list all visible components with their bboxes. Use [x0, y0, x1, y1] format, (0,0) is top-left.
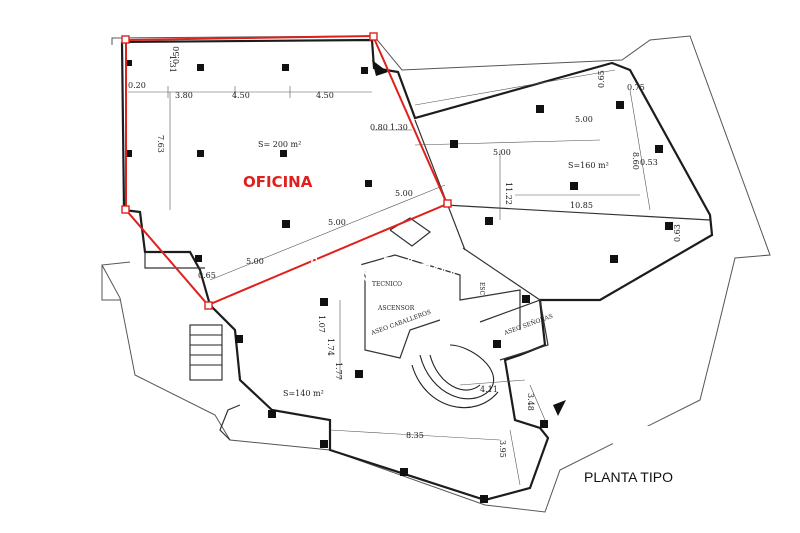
dim-8-35: 8.35 — [406, 431, 424, 440]
dim-0-53: 0.53 — [640, 158, 658, 167]
room-escalera-label: ESC — [478, 282, 485, 295]
room-ascensor-label: ASCENSOR — [377, 305, 415, 312]
dim-0-80: 0.80 — [370, 123, 388, 132]
dim-1-74: 1.74 — [326, 338, 335, 356]
dim-3-80: 3.80 — [175, 91, 193, 100]
dim-3-48: 3.48 — [526, 393, 535, 411]
dim-4-11: 4.11 — [480, 385, 498, 394]
area-east: S=160 m² — [568, 161, 609, 170]
dim-10-85: 10.85 — [570, 201, 593, 210]
dim-1-07: 1.07 — [317, 315, 326, 333]
dim-4-50b: 4.50 — [316, 91, 334, 100]
vertex-handle-4[interactable] — [204, 301, 213, 310]
plan-title: PLANTA TIPO — [584, 469, 673, 485]
dim-0-75: 0.75 — [627, 83, 645, 92]
vertex-handle-2[interactable] — [369, 32, 378, 41]
dim-3-95: 3.95 — [498, 440, 507, 458]
dim-11-22: 11.22 — [504, 182, 513, 205]
dim-0-50: 0.50 — [172, 46, 181, 64]
dim-0-65a: 0.65 — [198, 271, 216, 280]
dim-5-00c: 5.00 — [246, 257, 264, 266]
dim-5-00d: 5.00 — [493, 148, 511, 157]
watermark: Max Ricart. — [305, 253, 484, 288]
dim-1-31: 1.31 — [168, 55, 177, 73]
dim-8-60: 8.60 — [631, 152, 640, 170]
vertex-handle-5[interactable] — [121, 205, 130, 214]
site-boundary — [101, 35, 771, 513]
dimension-lines — [128, 69, 651, 486]
structural-columns — [126, 60, 673, 503]
dim-4-50a: 4.50 — [232, 91, 250, 100]
dim-0-20: 0.20 — [128, 81, 146, 90]
office-highlight-outline — [125, 34, 449, 307]
dim-1-77: 1.77 — [334, 362, 343, 380]
vertex-handle-3[interactable] — [443, 199, 452, 208]
area-south: S=140 m² — [283, 389, 324, 398]
dim-7-63: 7.63 — [156, 135, 165, 153]
label-box — [612, 426, 738, 448]
dim-5-00b: 5.00 — [328, 218, 346, 227]
office-highlight: OFICINA — [121, 32, 452, 310]
office-label: OFICINA — [243, 173, 313, 191]
dimension-labels: 1.31 0.50 0.20 3.80 4.50 4.50 7.63 0.80 … — [128, 46, 682, 458]
dim-5-00a: 5.00 — [395, 189, 413, 198]
dim-0-63: 0.63 — [673, 224, 682, 242]
vertex-handle-1[interactable] — [121, 35, 130, 44]
dim-0-65b: 0.65 — [597, 70, 606, 88]
dim-1-30: 1.30 — [390, 123, 408, 132]
area-office: S= 200 m² — [258, 140, 301, 149]
dim-5-00e: 5.00 — [575, 115, 593, 124]
area-labels: S= 200 m² S=160 m² S=140 m² — [258, 140, 609, 398]
room-tecnico-label: TECNICO — [372, 281, 402, 288]
stair-core — [189, 324, 499, 408]
